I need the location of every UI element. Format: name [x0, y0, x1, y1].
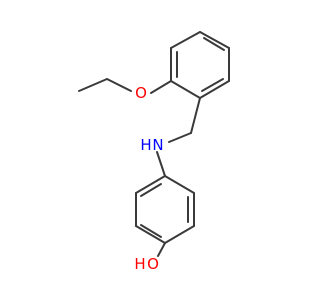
amine-hydrogen-label: H: [140, 136, 151, 154]
structure-diagram: O H N H O: [78, 31, 230, 273]
bond-ring2-c: [164, 225, 195, 244]
bond-ethyl-ch2-o: [106, 78, 132, 92]
bond-ring-oh: [157, 242, 166, 257]
bond-ring1-c: [199, 31, 230, 49]
bond-ring1-f: [170, 80, 201, 99]
bond-ethyl-ch3-ch2: [78, 78, 108, 92]
bond-ring2-double-2: [140, 224, 162, 238]
bond-ring1-b: [170, 31, 201, 49]
ether-oxygen-label: O: [135, 84, 147, 102]
bond-n-ring: [156, 151, 166, 177]
bond-ring1-double-3: [201, 78, 224, 92]
bond-ring2-a: [164, 175, 195, 194]
bond-ring2-double-3: [140, 183, 162, 197]
hydroxyl-oxygen-label: O: [147, 255, 159, 273]
bond-ring2-f: [135, 175, 166, 194]
bond-ring-ch2: [190, 97, 201, 134]
bond-o-ring: [150, 80, 172, 94]
hydroxyl-hydrogen-label: H: [134, 255, 145, 273]
bond-ch2-n: [168, 132, 192, 143]
amine-nitrogen-label: N: [152, 136, 163, 154]
bond-ring2-d: [135, 225, 166, 244]
bonds: [78, 31, 230, 257]
bond-ring1-double-2: [203, 37, 225, 51]
bond-ring1-e: [199, 80, 230, 99]
